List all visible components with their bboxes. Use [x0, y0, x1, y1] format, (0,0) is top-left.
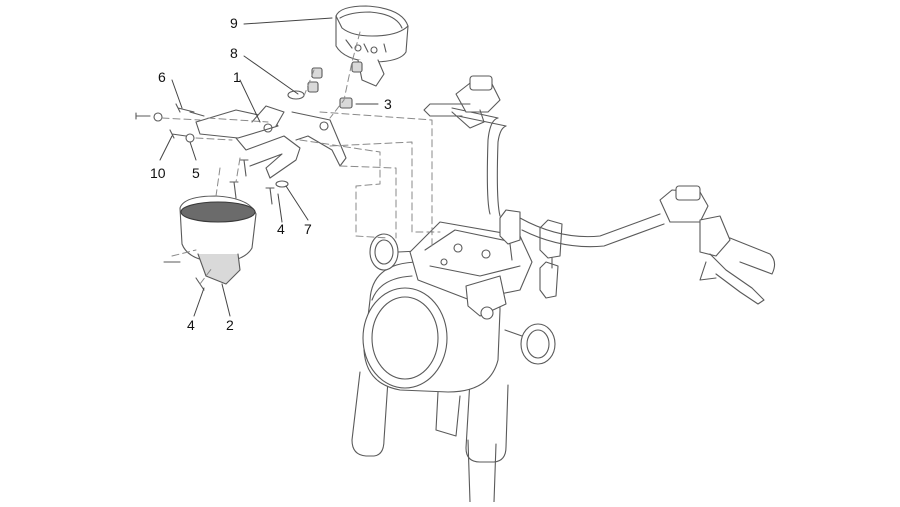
screws-and-washers: [135, 103, 289, 291]
callout-3: 3: [384, 96, 392, 112]
assembly-guide-lines: [161, 31, 441, 285]
callout-7: 7: [304, 221, 312, 237]
left-control: [423, 75, 501, 129]
callout-leaders: [159, 17, 379, 317]
right-control: [659, 185, 776, 305]
callout-5: 5: [192, 165, 200, 181]
callout-1: 1: [233, 69, 241, 85]
instrument-housing-part-2: [179, 195, 257, 285]
callout-9: 9: [230, 15, 238, 31]
callout-10: 10: [150, 165, 166, 181]
callout-8: 8: [230, 45, 238, 61]
callout-2: 2: [226, 317, 234, 333]
handlebar: [451, 107, 665, 248]
speedometer-part-9: [335, 5, 409, 87]
turn-signals: [369, 233, 556, 365]
callout-4-upper: 4: [277, 221, 285, 237]
fork-legs: [351, 371, 509, 503]
handlebar-risers: [499, 209, 563, 299]
callout-4-lower: 4: [187, 317, 195, 333]
fork-crown: [409, 221, 533, 320]
bracket-part-1: [195, 105, 347, 179]
headlight: [362, 261, 501, 393]
callout-6: 6: [158, 69, 166, 85]
